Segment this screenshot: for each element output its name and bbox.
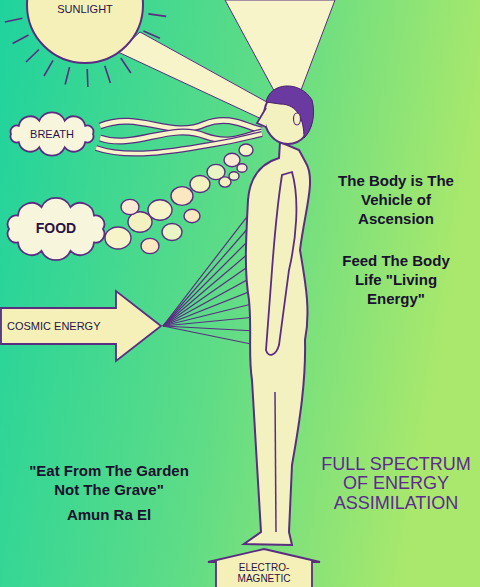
fruit — [121, 199, 139, 214]
light-beam — [225, 0, 335, 98]
slogan-text: The Body is The Vehicle of Ascension — [334, 172, 458, 228]
node-text: SUNLIGHT — [57, 3, 113, 15]
fan-line — [163, 219, 256, 326]
fruit — [239, 144, 253, 156]
fruit-stream — [105, 144, 253, 254]
electromagnetic-arrow: ELECTRO- MAGNETIC — [206, 548, 322, 587]
fan-line — [163, 303, 256, 326]
body — [244, 142, 310, 545]
nose — [257, 108, 266, 127]
arm — [266, 172, 296, 355]
fan-line — [163, 317, 256, 326]
fan-line — [163, 326, 256, 345]
fruit — [190, 176, 210, 193]
node-text: BREATH — [30, 128, 74, 140]
sun: SUNLIGHT — [25, 0, 145, 65]
leg-line — [275, 392, 276, 532]
human-figure — [244, 86, 314, 545]
sun-ray — [148, 14, 166, 17]
fan-line — [163, 205, 256, 326]
fruit — [105, 227, 131, 249]
sun-ray — [86, 69, 88, 87]
sun-beam — [118, 32, 274, 122]
sun-ray — [5, 18, 23, 22]
cloud-shape — [8, 198, 105, 260]
ear — [294, 113, 301, 125]
fan-line — [163, 289, 256, 326]
breath-cloud: BREATH — [2, 112, 102, 156]
cloud-shape — [11, 112, 94, 155]
sun-ray — [65, 67, 69, 84]
food-cloud: FOOD — [0, 198, 112, 260]
sun-ray — [105, 66, 111, 83]
fan-line — [163, 233, 256, 326]
fruit — [171, 187, 193, 206]
fruit — [162, 224, 182, 241]
fan-line — [163, 247, 256, 326]
node-text: ELECTRO- MAGNETIC — [220, 562, 308, 584]
hair — [266, 86, 314, 138]
slogan-text: Feed The Body Life "Living Energy" — [333, 252, 459, 308]
fruit — [237, 164, 247, 173]
fan-line — [163, 261, 256, 326]
arrow-shape — [208, 549, 320, 587]
fruit — [224, 153, 240, 167]
sun-ray — [121, 58, 131, 73]
node-text: COSMIC ENERGY — [7, 320, 101, 332]
fruit — [141, 238, 159, 253]
cosmic-energy-arrow: COSMIC ENERGY — [0, 290, 162, 362]
quote-attribution: Amun Ra El — [18, 506, 200, 525]
breath-stream — [96, 134, 262, 154]
breath-streams — [96, 120, 262, 153]
node-text: FOOD — [36, 221, 76, 236]
fan-line — [163, 275, 256, 326]
headline-text: FULL SPECTRUM OF ENERGY ASSIMILATION — [316, 455, 476, 513]
breath-stream — [96, 134, 262, 154]
fruit — [148, 200, 172, 220]
fruit — [184, 209, 200, 223]
sun-ray — [26, 49, 39, 62]
energy-fan — [163, 205, 256, 345]
arrow-shape — [1, 291, 161, 361]
sun-disc — [27, 0, 143, 63]
fruit — [229, 172, 239, 181]
sun-ray — [44, 60, 53, 76]
sun-ray — [13, 35, 29, 43]
quote-text: "Eat From The Garden Not The Grave" — [18, 462, 200, 500]
